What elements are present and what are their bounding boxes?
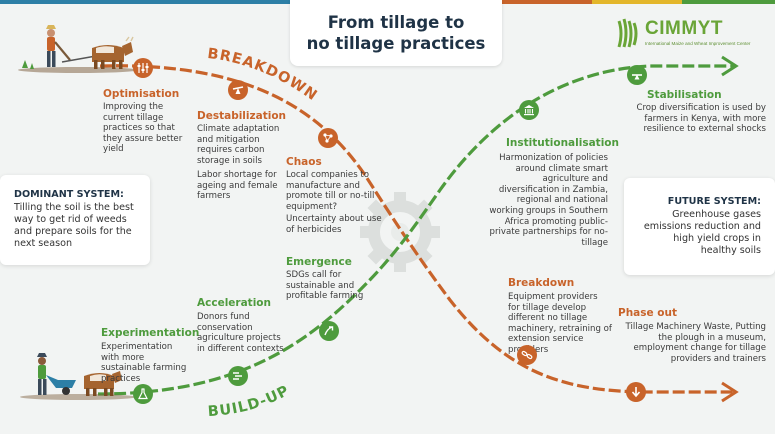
buildup-curve-label: BUILD-UP [207,383,292,420]
institutionalisation-text: Harmonization of policies around climate… [489,153,608,248]
institution-icon [524,105,534,116]
breakdown-marker [517,345,537,365]
sliders-icon [137,63,149,73]
stabilisation-marker [627,65,647,85]
page-title-line-2: no tillage practices [306,34,486,53]
title-card: From tillage to no tillage practices [290,0,502,66]
seesaw-icon [232,86,244,94]
emergence-text: SDGs call for sustainable and profitable… [286,270,364,302]
wheat-logo-icon [617,18,638,48]
institutionalisation-marker [519,100,539,120]
future-system-text: Greenhouse gases emissions reduction and… [643,209,761,256]
stabilisation-title: Stabilisation [647,89,722,101]
balance-icon [632,74,642,80]
destabilization-text-1: Climate adaptation and mitigation requir… [197,124,280,166]
experimentation-marker [133,384,153,404]
destabilization-title: Destabilization [197,110,287,122]
destabilization-marker [228,80,248,100]
chaos-text-1: Local companies to manufacture and promo… [286,170,375,212]
logo-subtitle: International Maize and Wheat Improvemen… [645,41,751,46]
speed-icon [233,372,242,380]
dominant-system-card: DOMINANT SYSTEM: Tilling the soil is the… [0,175,150,265]
breakdown-curve [99,64,735,394]
cimmyt-logo: CIMMYT International Maize and Wheat Imp… [615,17,765,49]
phase-out-text: Tillage Machinery Waste, Putting the plo… [625,322,766,364]
optimisation-marker [133,58,153,78]
chaos-marker [318,128,338,148]
chaos-title: Chaos [286,156,322,168]
acceleration-text: Donors fund conservation agriculture pro… [197,312,284,354]
broken-link-icon [521,350,533,360]
optimisation-title: Optimisation [103,88,180,100]
top-color-strip [0,0,775,4]
destabilization-text-2: Labor shortage for ageing and female far… [197,170,278,202]
phase-out-marker [626,382,646,402]
emergence-marker [319,321,339,341]
experimentation-text: Experimentation with more sustainable fa… [101,342,187,384]
dominant-system-text: Tilling the soil is the best way to get … [14,202,134,249]
breakdown-arrowhead [721,381,739,403]
buildup-arrowhead [721,55,739,77]
acceleration-marker [228,366,248,386]
scatter-icon [323,133,333,143]
down-arrow-icon [631,387,641,398]
future-system-card: FUTURE SYSTEM: Greenhouse gases emission… [624,178,775,275]
institutionalisation-title: Institutionalisation [506,137,619,149]
farmer-plough-ox-illustration [18,25,138,73]
chaos-text-2: Uncertainty about use of herbicides [286,214,382,235]
logo-wordmark: CIMMYT [645,18,723,39]
farmer-wheelbarrow-ox-illustration [20,353,136,400]
breakdown-title: Breakdown [508,277,575,289]
page-title-line-1: From tillage to [327,13,465,32]
experimentation-title: Experimentation [101,327,200,339]
flask-icon [138,388,148,400]
future-system-title: FUTURE SYSTEM: [667,196,761,207]
phase-out-title: Phase out [618,307,677,319]
emergence-title: Emergence [286,256,352,268]
stabilisation-text: Crop diversification is used by farmers … [636,103,766,135]
optimisation-text: Improving the current tillage practices … [103,102,183,155]
acceleration-title: Acceleration [197,297,271,309]
rising-arrow-icon [324,326,334,336]
dominant-system-title: DOMINANT SYSTEM: [14,189,124,200]
